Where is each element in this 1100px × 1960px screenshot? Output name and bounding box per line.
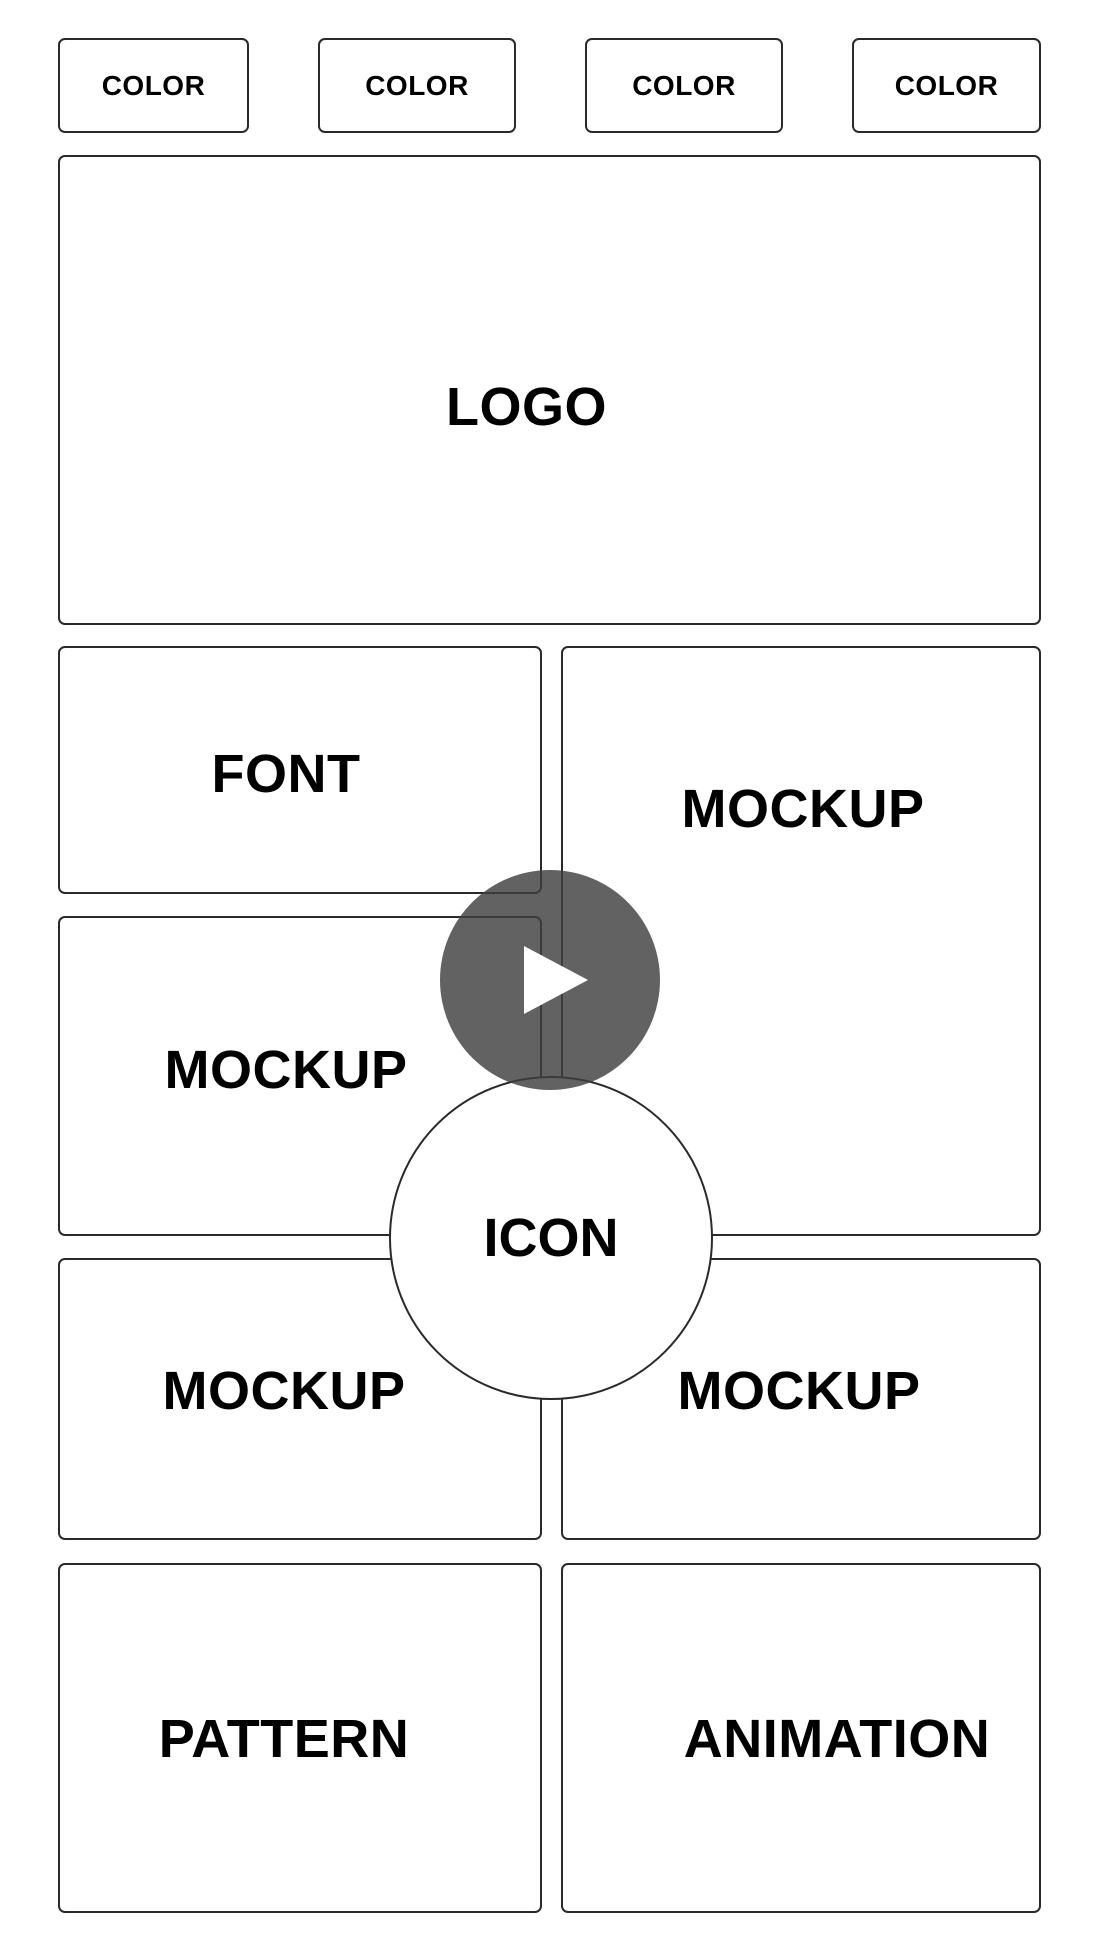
- animation-label: ANIMATION: [683, 1709, 991, 1769]
- color-chip-1: COLOR: [58, 38, 249, 133]
- pattern-label: PATTERN: [158, 1709, 410, 1769]
- logo-label: LOGO: [446, 377, 607, 437]
- color-chip-label: COLOR: [894, 69, 999, 101]
- color-chip-label: COLOR: [101, 69, 206, 101]
- color-chip-3: COLOR: [585, 38, 783, 133]
- color-chip-2: COLOR: [318, 38, 516, 133]
- animation-panel: ANIMATION: [561, 1563, 1041, 1913]
- play-button[interactable]: [440, 870, 660, 1090]
- font-panel: FONT: [58, 646, 542, 894]
- mockup-label: MOCKUP: [164, 1040, 408, 1100]
- color-chip-label: COLOR: [632, 69, 736, 101]
- color-chip-4: COLOR: [852, 38, 1041, 133]
- mockup-label: MOCKUP: [677, 1361, 921, 1421]
- color-chip-label: COLOR: [365, 69, 469, 101]
- mockup-label: MOCKUP: [681, 779, 925, 839]
- icon-label: ICON: [483, 1208, 619, 1268]
- play-icon: [524, 946, 588, 1014]
- font-label: FONT: [211, 744, 361, 804]
- mockup-label: MOCKUP: [162, 1361, 406, 1421]
- logo-panel: LOGO: [58, 155, 1041, 625]
- pattern-panel: PATTERN: [58, 1563, 542, 1913]
- icon-circle: ICON: [389, 1076, 713, 1400]
- mockup-panel-bottom-right: MOCKUP: [561, 1258, 1041, 1540]
